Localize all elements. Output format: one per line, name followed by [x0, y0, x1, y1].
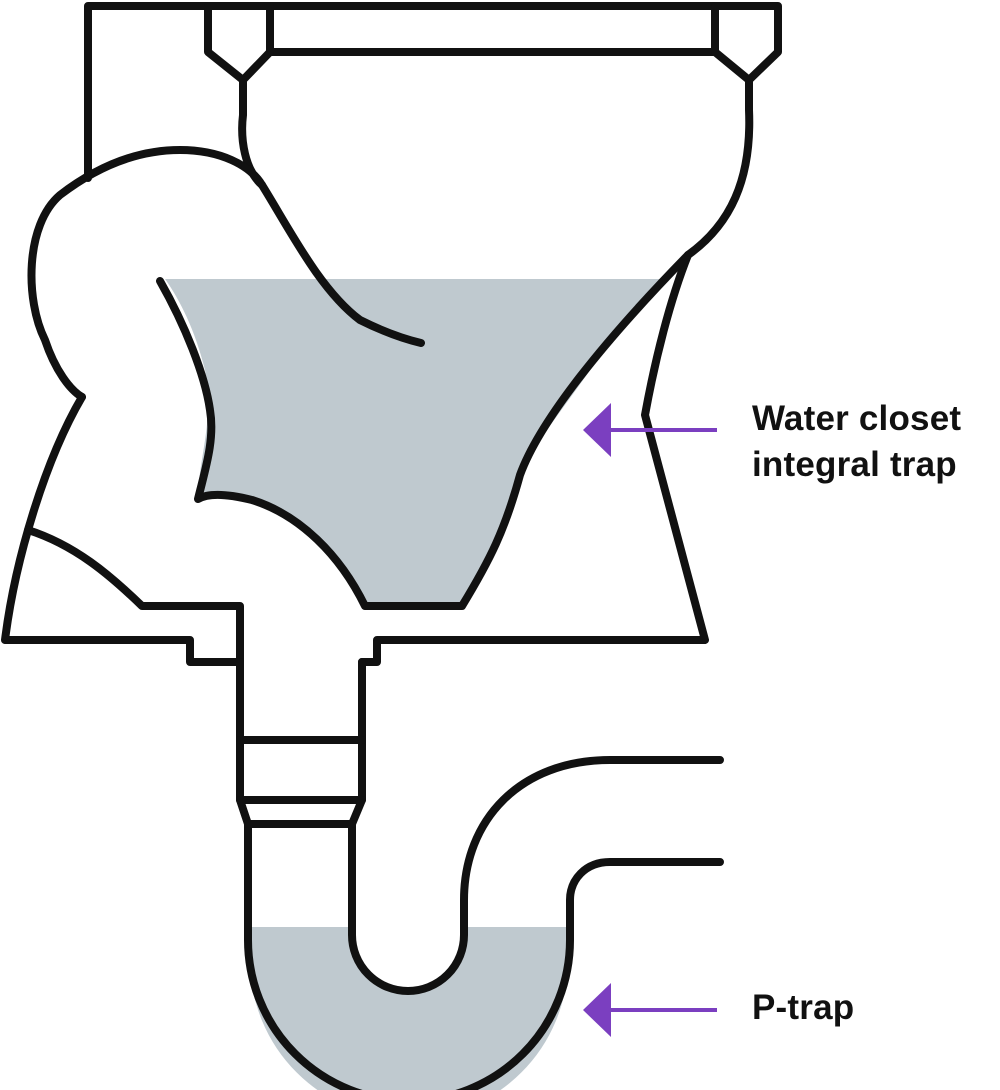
integral-trap-water — [165, 279, 660, 606]
base-right-side — [358, 251, 709, 666]
p-trap-label: P-trap — [752, 988, 855, 1027]
p-trap-arrow — [583, 983, 717, 1037]
water-closet-label-line2: integral trap — [752, 445, 957, 484]
outlet-pipe-inner — [348, 658, 724, 995]
left-hinge — [204, 2, 274, 84]
flush-rim-curl — [27, 146, 266, 401]
tank-back-outline — [84, 2, 212, 182]
water-closet-label-line1: Water closet — [752, 399, 962, 438]
water-closet-arrow — [583, 403, 717, 457]
bowl-right-edge — [684, 76, 754, 259]
seat-bar — [266, 2, 719, 56]
integral-trap-left-wall — [156, 251, 692, 610]
inner-bowl-curve — [258, 181, 425, 347]
base-left-side — [1, 393, 244, 666]
right-hinge — [711, 2, 782, 84]
p-trap-water — [250, 927, 568, 1090]
water-closet-trap-label: Water closet integral trap — [752, 396, 961, 488]
base-foot-curve — [24, 526, 244, 666]
outlet-pipe — [236, 658, 724, 1090]
